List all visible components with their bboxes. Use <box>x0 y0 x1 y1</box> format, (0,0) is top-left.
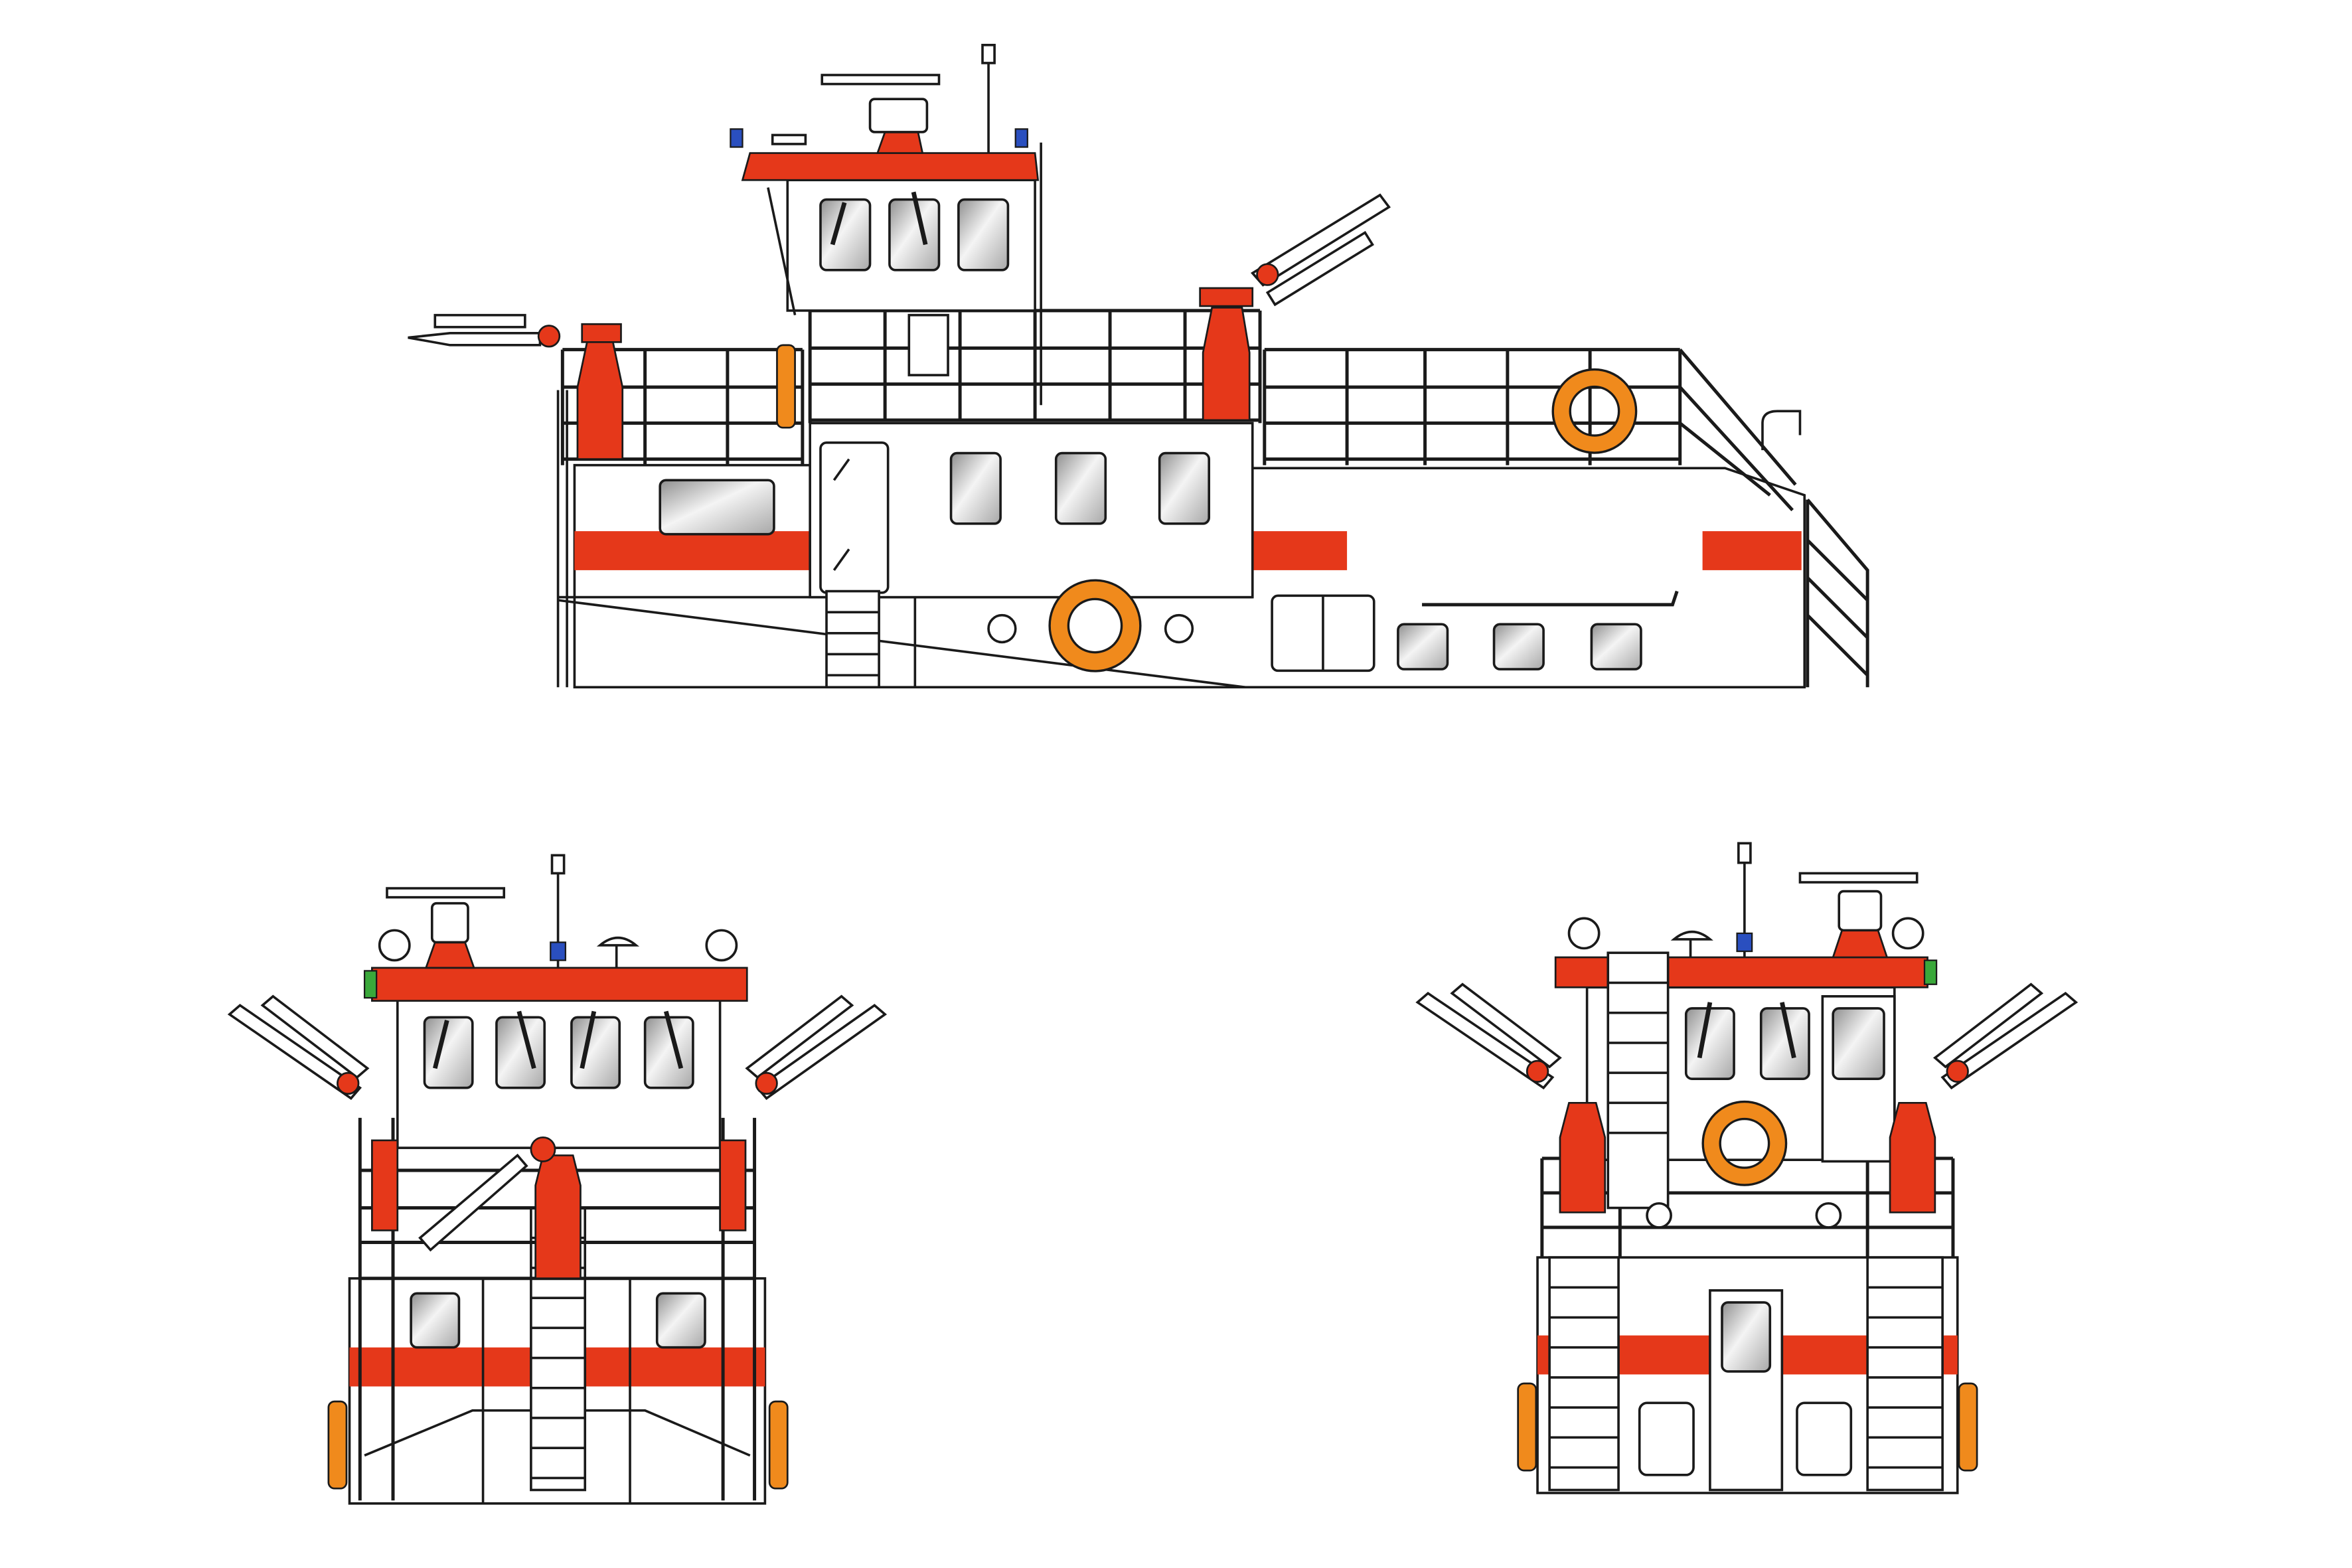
water-monitor-fwd <box>1199 193 1391 422</box>
rear-ladder-left <box>1548 1256 1620 1492</box>
water-monitor-left <box>227 994 399 1231</box>
rear-ladder-right <box>1866 1256 1944 1492</box>
railings <box>560 309 1869 688</box>
side-view <box>408 44 1869 689</box>
water-monitor-right-rear <box>1889 982 2078 1214</box>
rear-view <box>1415 842 2078 1494</box>
water-monitor-left-rear <box>1415 982 1607 1214</box>
roof-ladder <box>1607 951 1670 1210</box>
side-door <box>819 441 890 594</box>
rear-hatch-right <box>1796 1401 1853 1476</box>
water-monitor-right <box>719 994 888 1231</box>
front-view <box>227 854 888 1505</box>
rear-hatch-left <box>1638 1401 1695 1476</box>
water-monitor-center <box>418 1136 582 1280</box>
wheelhouse <box>730 44 1042 406</box>
water-monitor-aft <box>408 313 624 461</box>
superstructure <box>659 422 1679 689</box>
boarding-ladder <box>825 589 880 689</box>
lifebuoy-icon <box>1048 579 1142 672</box>
lifebuoy-icon <box>1701 1100 1788 1186</box>
lifebuoy-icon <box>1551 368 1638 454</box>
